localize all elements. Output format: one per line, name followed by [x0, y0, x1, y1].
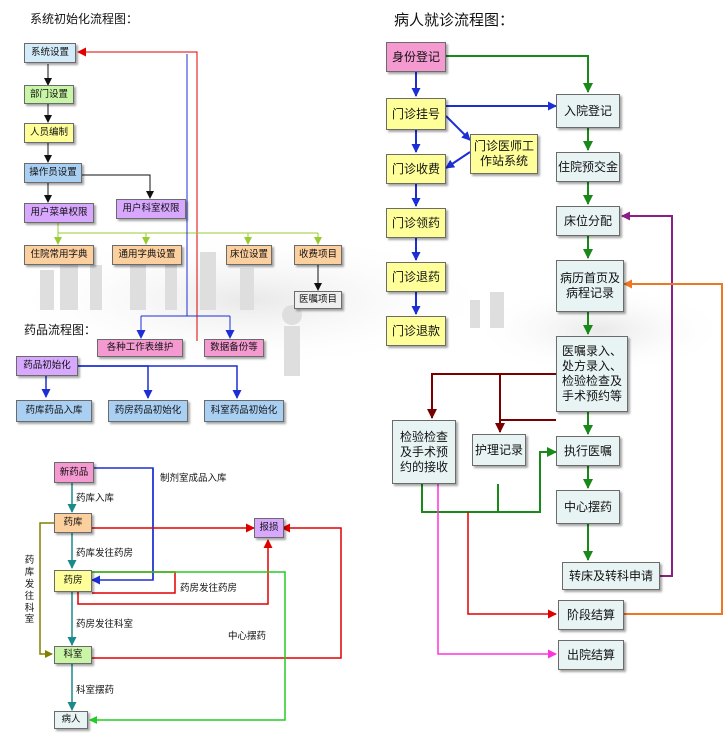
node-general-dict[interactable]: 通用字典设置 [112, 245, 182, 265]
node-discharge-settle[interactable]: 出院结算 [558, 640, 624, 670]
node-pharmacy[interactable]: 药房 [54, 570, 92, 592]
node-dept-drug-init[interactable]: 科室药品初始化 [204, 400, 284, 422]
node-user-menu-perm[interactable]: 用户菜单权限 [24, 203, 94, 223]
node-patient[interactable]: 病人 [54, 711, 88, 729]
node-outpatient-refund[interactable]: 门诊退款 [386, 316, 446, 346]
node-medical-record[interactable]: 病历首页及病程记录 [556, 260, 624, 312]
label-dept-dispense: 科室摆药 [76, 685, 115, 696]
node-exam-accept[interactable]: 检验检查及手术预约的接收 [392, 420, 456, 484]
node-bed-assign[interactable]: 床位分配 [556, 206, 620, 236]
node-user-dept-perm[interactable]: 用户科室权限 [116, 199, 186, 219]
node-staffing[interactable]: 人员编制 [24, 123, 74, 143]
node-data-backup[interactable]: 数据备份等 [204, 339, 264, 357]
node-deposit[interactable]: 住院预交金 [556, 152, 620, 182]
label-pharmacy-to-dept: 药房发往科室 [76, 619, 134, 630]
label-prep-room: 制剂室成品入库 [160, 473, 227, 484]
node-new-drug[interactable]: 新药品 [54, 462, 94, 483]
node-bed-setup[interactable]: 床位设置 [226, 245, 272, 265]
node-outpatient-get-drug[interactable]: 门诊领药 [386, 208, 446, 238]
node-drug-init[interactable]: 药品初始化 [16, 356, 78, 376]
node-inpatient-dict[interactable]: 住院常用字典 [24, 245, 94, 265]
label-warehouse-in: 药库入库 [76, 493, 115, 504]
node-doctor-station[interactable]: 门诊医师工作站系统 [470, 134, 538, 174]
node-loss[interactable]: 报损 [254, 518, 284, 538]
node-dept-setup[interactable]: 部门设置 [24, 85, 74, 104]
label-pharmacy-to-pharmacy: 药房发往药房 [180, 583, 238, 594]
node-outpatient-reg[interactable]: 门诊挂号 [386, 98, 446, 130]
patient-flow-title: 病人就诊流程图： [394, 11, 515, 29]
node-stage-settle[interactable]: 阶段结算 [558, 600, 624, 630]
node-warehouse[interactable]: 药库 [54, 513, 92, 533]
node-registration[interactable]: 身份登记 [386, 42, 446, 72]
label-to-pharmacy: 药库发往药房 [76, 548, 134, 559]
node-system-setup[interactable]: 系统设置 [24, 43, 76, 63]
node-central-dispense[interactable]: 中心摆药 [556, 490, 620, 524]
label-central-dispense: 中心摆药 [228, 631, 267, 642]
drug-flow-title: 药品流程图： [24, 323, 97, 337]
node-storage-in[interactable]: 药库药品入库 [16, 400, 92, 422]
node-order-items[interactable]: 医嘱项目 [294, 291, 342, 309]
init-flow-title: 系统初始化流程图： [30, 12, 139, 26]
node-worklist-maint[interactable]: 各种工作表维护 [97, 339, 183, 357]
node-operator-setup[interactable]: 操作员设置 [24, 163, 82, 183]
node-department[interactable]: 科室 [54, 646, 92, 664]
node-outpatient-return-drug[interactable]: 门诊退药 [386, 262, 446, 292]
node-fee-items[interactable]: 收费项目 [294, 245, 342, 265]
node-transfer[interactable]: 转床及转科申请 [562, 562, 660, 590]
node-nursing[interactable]: 护理记录 [472, 434, 526, 466]
node-outpatient-fee[interactable]: 门诊收费 [386, 154, 446, 184]
node-pharmacy-init[interactable]: 药房药品初始化 [108, 400, 188, 422]
label-warehouse-to-dept: 药库发往科室 [24, 555, 35, 626]
node-admission[interactable]: 入院登记 [556, 94, 620, 128]
node-execute-orders[interactable]: 执行医嘱 [556, 436, 620, 466]
node-orders[interactable]: 医嘱录入、处方录入、检验检查及手术预约等 [556, 336, 628, 412]
